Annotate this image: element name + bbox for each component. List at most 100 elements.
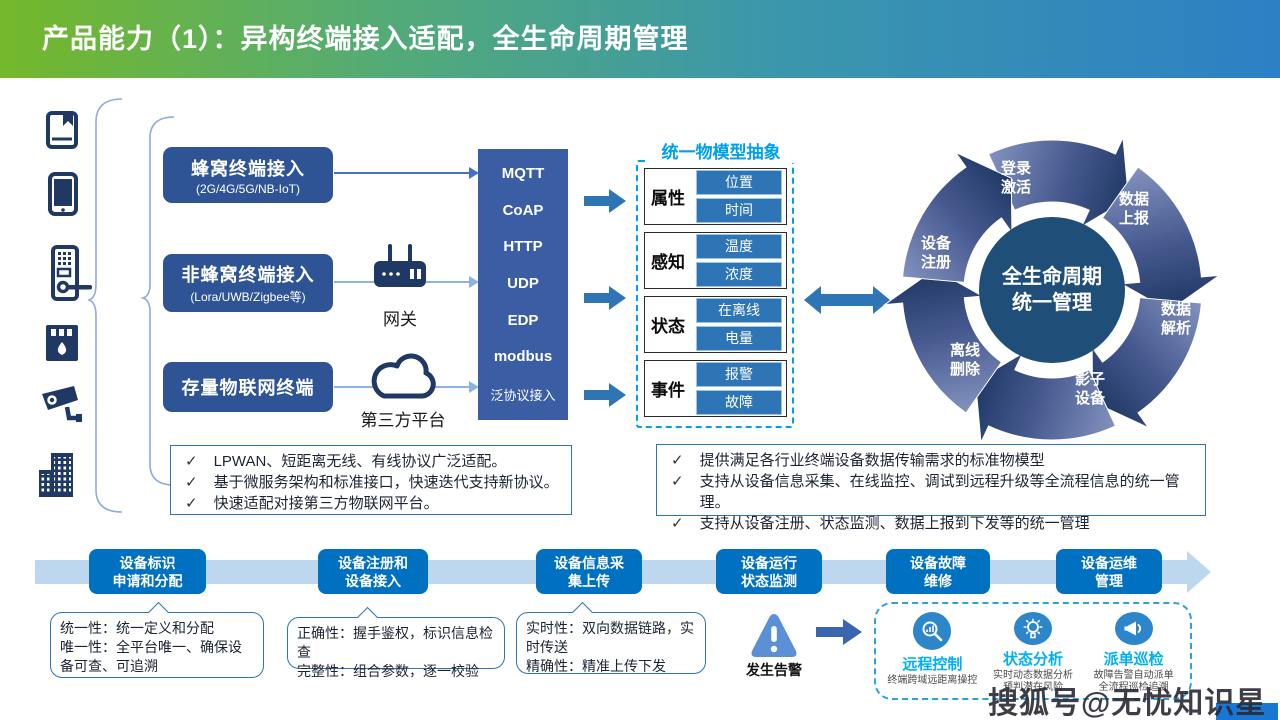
note-text: 提供满足各行业终端设备数据传输需求的标准物模型 [699,452,1045,469]
block-arrow-icon [816,618,862,651]
timeline-node-register-access: 设备注册和 设备接入 [318,549,428,594]
notes-box-right: ✓ 提供满足各行业终端设备数据传输需求的标准物模型 ✓ 支持从设备信息采集、在线监控… [656,444,1206,532]
model-row-label: 属性 [651,189,685,208]
callout-collect: 实时性：双向数据链路，实时传送 精确性：精准上传下发 [516,612,706,674]
check-icon: ✓ [671,473,684,490]
check-icon: ✓ [185,495,198,512]
megaphone-icon [1114,612,1153,645]
block-arrow-icon [584,382,626,413]
ops-item-desc: 终端跨域远距离操控 [887,675,978,686]
lifecycle-cycle-diagram [867,105,1237,480]
model-row-label: 感知 [651,253,685,272]
bracket-left-outer [86,98,123,518]
block-arrow-icon [584,285,626,316]
model-item: 位置 [696,170,782,195]
model-item: 浓度 [696,262,782,287]
access-box-subtitle: (2G/4G/5G/NB-IoT) [195,181,301,196]
model-item: 在离线 [696,298,782,323]
protocol-stack: MQTT CoAP HTTP UDP EDP modbus 泛协议接入 [478,149,568,420]
model-title: 统一物模型抽象 [645,138,797,163]
lifecycle-label-data-parse: 数据 解析 [1160,301,1191,337]
lifecycle-label-data-report: 数据 上报 [1118,191,1149,227]
arrow-cellular-to-protocol [334,167,479,179]
access-box-noncellular: 非蜂窝终端接入 (Lora/UWB/Zigbee等) [163,254,333,312]
note-text: 支持从设备信息采集、在线监控、调试到远程升级等全流程信息的统一管理。 [699,473,1180,511]
remote-control-icon [913,612,952,650]
ops-item-title: 远程控制 [902,656,963,673]
notes-box-left: ✓ LPWAN、短距离无线、有线协议广泛适配。 ✓ 基于微服务架构和标准接口，快速迭… [170,445,572,515]
door-lock-icon [46,245,94,308]
third-party-label: 第三方平台 [360,411,446,430]
ops-item-desc: 实时动态数据分析 预判潜在风险 [993,670,1073,693]
bracket-left-inner [140,116,175,491]
timeline-node-id-assign: 设备标识 申请和分配 [89,549,206,594]
check-icon: ✓ [671,515,684,532]
lifecycle-label-shadow-device: 影子 设备 [1074,371,1105,407]
note-text: 基于微服务架构和标准接口，快速迭代支持新协议。 [213,474,559,491]
block-arrow-icon [584,188,626,219]
watermark-text: 搜狐号@无忧知识星球 [988,687,1267,720]
ops-item-desc: 故障告警自动派单 全流程巡检追溯 [1093,670,1174,693]
page-title: 产品能力（1）：异构终端接入适配，全生命周期管理 [42,24,689,54]
water-meter-icon [43,322,81,369]
model-item: 电量 [696,326,782,351]
check-icon: ✓ [671,452,684,469]
protocol-item: HTTP [503,238,543,256]
note-text: LPWAN、短距离无线、有线协议广泛适配。 [213,453,507,470]
access-box-title: 蜂窝终端接入 [191,158,305,179]
model-item: 时间 [696,198,782,223]
model-item: 温度 [696,234,782,259]
note-text: 支持从设备注册、状态监测、数据上报到下发等的统一管理 [699,515,1090,532]
lifecycle-label-login-activate: 登录 激活 [1000,160,1031,196]
protocol-item: MQTT [501,164,545,182]
timeline-node-fault-repair: 设备故障 维修 [886,549,990,594]
model-row-status: 状态 在离线 电量 [644,296,787,353]
access-box-title: 非蜂窝终端接入 [181,265,315,285]
building-icon [36,450,84,503]
lifecycle-center-label: 全生命周期 统一管理 [1002,266,1102,314]
ops-capability-box: 远程控制 终端跨域远距离操控 状态分析 实时动态数据分析 预判潜在风险 派单巡检 [874,602,1192,700]
note-text: 快速适配对接第三方物联网平台。 [213,495,439,512]
model-row-label: 事件 [651,381,685,400]
ops-item-title: 派单巡检 [1103,651,1164,668]
ops-item-status-analysis: 状态分析 实时动态数据分析 预判潜在风险 [983,612,1084,694]
alert-triangle-icon [748,611,800,666]
callout-register: 正确性：握手鉴权，标识信息检查 完整性：组合参数，逐一校验 [287,617,505,679]
protocol-item: modbus [493,348,553,366]
timeline-banner-arrowhead [1187,551,1211,593]
timeline-node-status-monitor: 设备运行 状态监测 [716,549,822,594]
gateway-router-icon [368,243,432,308]
gateway-label: 网关 [383,310,417,329]
third-party-cloud-icon [362,348,442,411]
model-item: 故障 [696,390,782,415]
access-box-title: 存量物联网终端 [181,378,315,398]
protocol-item: 泛协议接入 [490,388,556,404]
alert-label: 发生告警 [746,662,802,678]
double-arrow-icon [804,282,890,323]
model-row-label: 状态 [651,317,685,336]
protocol-item: CoAP [502,201,544,219]
timeline-node-ops-manage: 设备运维 管理 [1056,549,1162,594]
lifecycle-label-device-register: 设备 注册 [920,235,951,271]
header-bar: 产品能力（1）：异构终端接入适配，全生命周期管理 [0,0,1280,78]
access-box-cellular: 蜂窝终端接入 (2G/4G/5G/NB-IoT) [163,147,333,203]
corner-decoration [1216,703,1278,720]
cctv-camera-icon [40,384,86,431]
access-box-subtitle: (Lora/UWB/Zigbee等) [190,290,306,304]
model-row-event: 事件 报警 故障 [644,360,787,417]
ops-item-title: 状态分析 [1003,651,1064,668]
protocol-item: UDP [507,274,539,292]
model-row-attribute: 属性 位置 时间 [644,168,787,225]
check-icon: ✓ [185,474,198,491]
protocol-item: EDP [507,311,539,329]
lifecycle-label-offline-delete: 离线 删除 [949,342,980,378]
model-item: 报警 [696,362,782,387]
callout-id-assign: 统一性：统一定义和分配 唯一性：全平台唯一、确保设备可查、可追溯 [50,612,264,678]
ops-item-dispatch-inspect: 派单巡检 故障告警自动派单 全流程巡检追溯 [1083,612,1184,694]
ops-item-remote-control: 远程控制 终端跨域远距离操控 [882,612,983,694]
idea-bulb-icon [1014,612,1052,645]
book-device-icon [42,110,82,157]
timeline-node-info-collect: 设备信息采 集上传 [536,549,642,594]
access-box-legacy: 存量物联网终端 [163,362,333,412]
